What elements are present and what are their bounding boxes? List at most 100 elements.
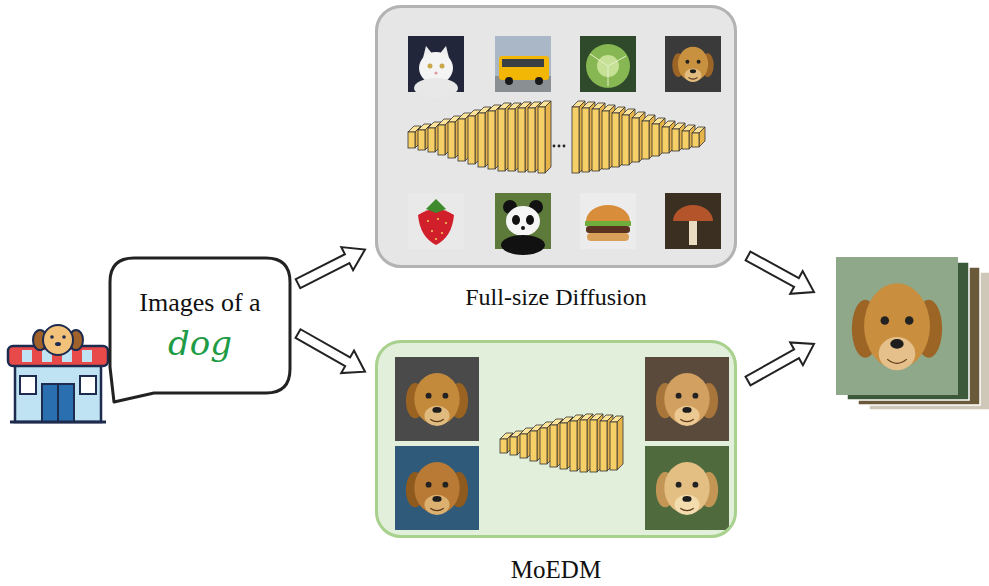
burger-bun	[587, 233, 629, 241]
layer-front	[478, 113, 485, 167]
awning-stripe	[82, 350, 92, 362]
layer-front	[590, 420, 597, 472]
speech-bubble: Images of adog	[110, 258, 290, 393]
hollow-arrow	[296, 247, 365, 288]
layer-front	[500, 439, 507, 453]
bus-windows	[502, 59, 544, 67]
mushroom-cap	[673, 205, 713, 221]
burger-bun	[586, 205, 630, 221]
hollow-arrow	[746, 342, 814, 385]
layer-front	[418, 130, 425, 150]
network-symbol	[408, 101, 705, 173]
dog-eye	[685, 60, 689, 64]
layer-front	[610, 422, 617, 470]
panda-head	[506, 206, 540, 236]
panel-label: Full-size Diffusion	[378, 284, 734, 312]
layer-front	[582, 108, 589, 172]
bubble-shape	[110, 258, 290, 402]
store-wall	[15, 364, 101, 422]
dog-nose	[432, 407, 441, 413]
photo-background	[408, 193, 464, 249]
bus-wheel	[535, 77, 543, 85]
photo-background	[395, 357, 479, 441]
dog-head	[664, 462, 709, 514]
burger-patty	[586, 226, 630, 233]
dog-head	[414, 373, 459, 425]
strawberry-seed	[431, 230, 433, 232]
layer-front	[592, 109, 599, 171]
dog-mouth	[430, 508, 443, 511]
layer-front	[520, 434, 527, 458]
store-window	[80, 376, 96, 394]
layer-front	[612, 113, 619, 167]
sample-images	[395, 36, 729, 530]
layer-front	[448, 122, 455, 158]
network-symbol	[500, 414, 623, 472]
dog-muzzle	[879, 337, 916, 370]
dog-mouth	[680, 508, 693, 511]
dog-nose	[690, 69, 696, 73]
dog-eye	[692, 393, 698, 399]
dog-muzzle	[674, 495, 699, 515]
ellipsis-dot	[563, 145, 566, 148]
model-panel: MoEDM	[375, 340, 737, 538]
layer-front	[550, 425, 557, 467]
layer-front	[458, 119, 465, 161]
dog-eye	[697, 60, 701, 64]
layer-side	[545, 101, 551, 173]
layer-front	[580, 420, 587, 472]
bus-wheel	[505, 77, 513, 85]
strawberry	[418, 209, 454, 245]
door-split	[57, 384, 59, 422]
strawberry-seed	[441, 232, 443, 234]
ellipsis-dot	[558, 145, 561, 148]
burger-lettuce	[585, 221, 631, 226]
cat-eye	[440, 64, 445, 69]
panda-eye	[512, 215, 520, 225]
dog-mouth	[689, 77, 698, 79]
panel-fill	[375, 340, 737, 538]
photo-background	[580, 36, 636, 92]
strawberry-seed	[445, 222, 447, 224]
dog-eye	[426, 393, 432, 399]
layer-front	[652, 124, 659, 156]
strawberry-seed	[435, 238, 437, 240]
dog-nose	[55, 342, 61, 346]
dog-eye	[442, 482, 448, 488]
layer-front	[508, 109, 515, 171]
cat-eye	[428, 64, 433, 69]
store-icon	[8, 325, 108, 422]
dog-head	[414, 462, 459, 514]
layer-front	[408, 132, 415, 148]
mushroom-stem	[689, 219, 697, 245]
dog-eye	[881, 316, 890, 325]
panda-body	[501, 235, 545, 255]
dog-muzzle	[685, 68, 702, 81]
dog-muzzle	[674, 406, 699, 426]
photo-background	[395, 446, 479, 530]
layer-front	[692, 133, 699, 147]
cat-nose	[434, 71, 437, 74]
dog-eye	[676, 482, 682, 488]
layer-front	[498, 109, 505, 171]
dog-head	[664, 373, 709, 425]
strawberry-seed	[427, 220, 429, 222]
dog-eye	[426, 482, 432, 488]
photo-background	[836, 257, 958, 395]
layer-front	[528, 108, 535, 172]
layer-front	[518, 108, 525, 172]
dog-nose	[432, 496, 441, 502]
layer-front	[602, 111, 609, 169]
dog-head	[678, 47, 708, 82]
layer-front	[560, 423, 567, 469]
layer-front	[672, 129, 679, 151]
layer-front	[642, 121, 649, 159]
strawberry-seed	[437, 218, 439, 220]
layer-front	[468, 116, 475, 164]
layer-front	[570, 421, 577, 471]
layer-front	[662, 127, 669, 153]
dog-mouth	[680, 419, 693, 422]
dog-muzzle	[424, 495, 449, 515]
